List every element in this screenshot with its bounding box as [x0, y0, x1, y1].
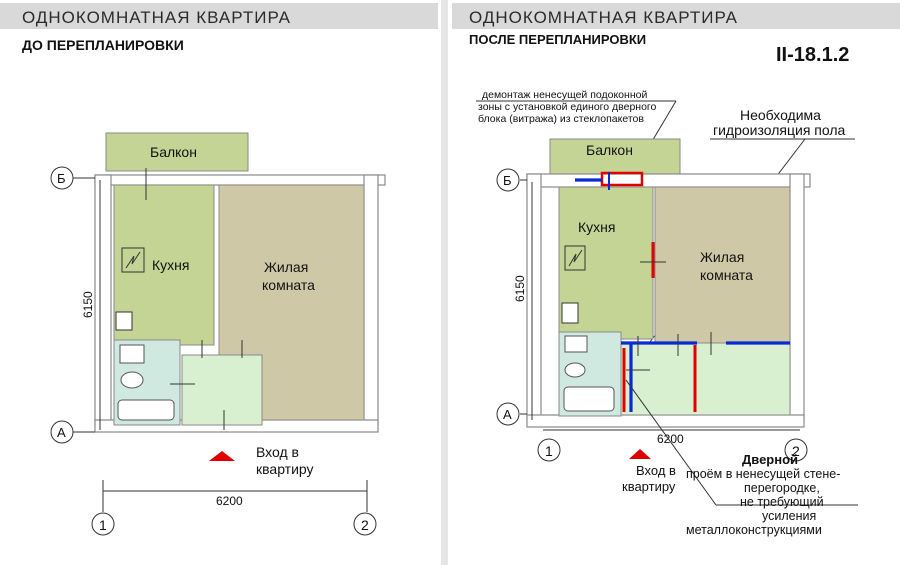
- left-axis-2-bubble: [353, 512, 377, 536]
- left-sink-icon: [115, 311, 133, 331]
- right-header-band: [452, 3, 900, 29]
- left-axis-a-bubble: [50, 420, 74, 444]
- right-washbasin-icon: [564, 362, 586, 378]
- left-balcony: [105, 132, 249, 172]
- right-toilet-icon: [564, 335, 588, 353]
- right-bottom-wall: [526, 414, 805, 428]
- left-axis-1-bubble: [91, 512, 115, 536]
- right-door-note-5: металлоконструкциями: [686, 523, 822, 537]
- right-demolition-note-3: блока (витража) из стеклопакетов: [478, 113, 644, 125]
- left-title: ОДНОКОМНАТНАЯ КВАРТИРА: [22, 8, 291, 27]
- right-living-label-1: Жилая: [700, 249, 744, 265]
- right-demolition-note-1: демонтаж ненесущей подоконной: [482, 89, 647, 101]
- right-balcony: [549, 138, 681, 176]
- right-top-wall: [526, 173, 811, 188]
- right-bathtub-icon: [563, 386, 615, 412]
- right-door-leader: [625, 379, 717, 506]
- left-left-wall: [94, 174, 112, 426]
- right-balcony-label: Балкон: [586, 142, 633, 158]
- left-axis-a-label: А: [57, 425, 66, 440]
- left-axis-b-label: Б: [57, 171, 66, 186]
- left-hallway: [181, 354, 263, 426]
- left-living-label-2: комната: [262, 277, 315, 293]
- left-subtitle: ДО ПЕРЕПЛАНИРОВКИ: [22, 37, 184, 53]
- right-sink-icon: [561, 302, 579, 324]
- right-door-note-3: не требующий: [740, 495, 824, 509]
- right-left-wall: [526, 173, 542, 421]
- right-dim-width: 6200: [657, 432, 684, 446]
- right-living-label-2: комната: [700, 267, 753, 283]
- right-stove-zigzag: [568, 249, 583, 267]
- right-axis-2-bubble: [784, 438, 808, 462]
- left-kitchen-label: Кухня: [152, 257, 189, 273]
- right-axis-1-bubble: [537, 438, 561, 462]
- left-top-wall: [94, 174, 386, 186]
- right-demolition-note-2: зоны с установкой единого дверного: [478, 101, 657, 113]
- right-axis-a-label: А: [503, 407, 512, 422]
- left-panel: ОДНОКОМНАТНАЯ КВАРТИРА ДО ПЕРЕПЛАНИРОВКИ…: [0, 3, 438, 536]
- right-series-code: II-18.1.2: [776, 44, 849, 66]
- left-stove-zigzag: [125, 251, 141, 269]
- left-stove-icon: [121, 247, 145, 273]
- left-dim-width: 6200: [216, 494, 243, 508]
- left-axis-2-label: 2: [361, 517, 369, 533]
- left-bathtub-icon: [117, 399, 175, 421]
- right-door-note-4: усиления: [762, 509, 816, 523]
- left-axis-b-bubble: [50, 166, 74, 190]
- right-living-room: [654, 186, 791, 344]
- left-axis-1-label: 1: [99, 517, 107, 533]
- right-door-note-2: перегородке,: [744, 481, 820, 495]
- left-header-band: [0, 3, 438, 29]
- right-panel: ОДНОКОМНАТНАЯ КВАРТИРА ПОСЛЕ ПЕРЕПЛАНИРО…: [452, 3, 900, 537]
- left-toilet-icon: [119, 344, 145, 364]
- right-axis-b-label: Б: [503, 173, 512, 188]
- left-entrance-arrow: [209, 451, 235, 461]
- right-entrance-label-2: квартиру: [622, 479, 676, 494]
- right-title: ОДНОКОМНАТНАЯ КВАРТИРА: [469, 8, 738, 27]
- right-right-wall: [789, 173, 805, 421]
- right-entrance-label-1: Вход в: [636, 463, 676, 478]
- right-entrance-arrow: [629, 449, 651, 459]
- right-dim-height: 6150: [513, 275, 527, 302]
- left-washbasin-icon: [120, 371, 144, 389]
- left-entrance-label-1: Вход в: [256, 444, 299, 460]
- right-axis-1-label: 1: [545, 443, 553, 459]
- right-axis-b-bubble: [496, 168, 520, 192]
- left-living-label-1: Жилая: [264, 259, 308, 275]
- left-balcony-label: Балкон: [150, 144, 197, 160]
- right-hallway: [620, 342, 791, 416]
- right-axis-2-label: 2: [792, 443, 800, 459]
- right-waterproof-note-2: гидроизоляция пола: [713, 122, 846, 138]
- right-kitchen-label: Кухня: [578, 219, 615, 235]
- right-door-note-1: проём в ненесущей стене-: [686, 467, 840, 481]
- left-right-wall: [363, 174, 379, 426]
- left-dim-height: 6150: [81, 291, 95, 318]
- left-entrance-label-2: квартиру: [256, 461, 314, 477]
- panel-divider: [441, 0, 448, 565]
- right-subtitle: ПОСЛЕ ПЕРЕПЛАНИРОВКИ: [469, 32, 646, 47]
- right-waterproof-note-1: Необходима: [740, 107, 821, 123]
- right-axis-a-bubble: [496, 402, 520, 426]
- right-stove-icon: [564, 245, 586, 271]
- right-door-note-bold: Дверной: [742, 452, 798, 467]
